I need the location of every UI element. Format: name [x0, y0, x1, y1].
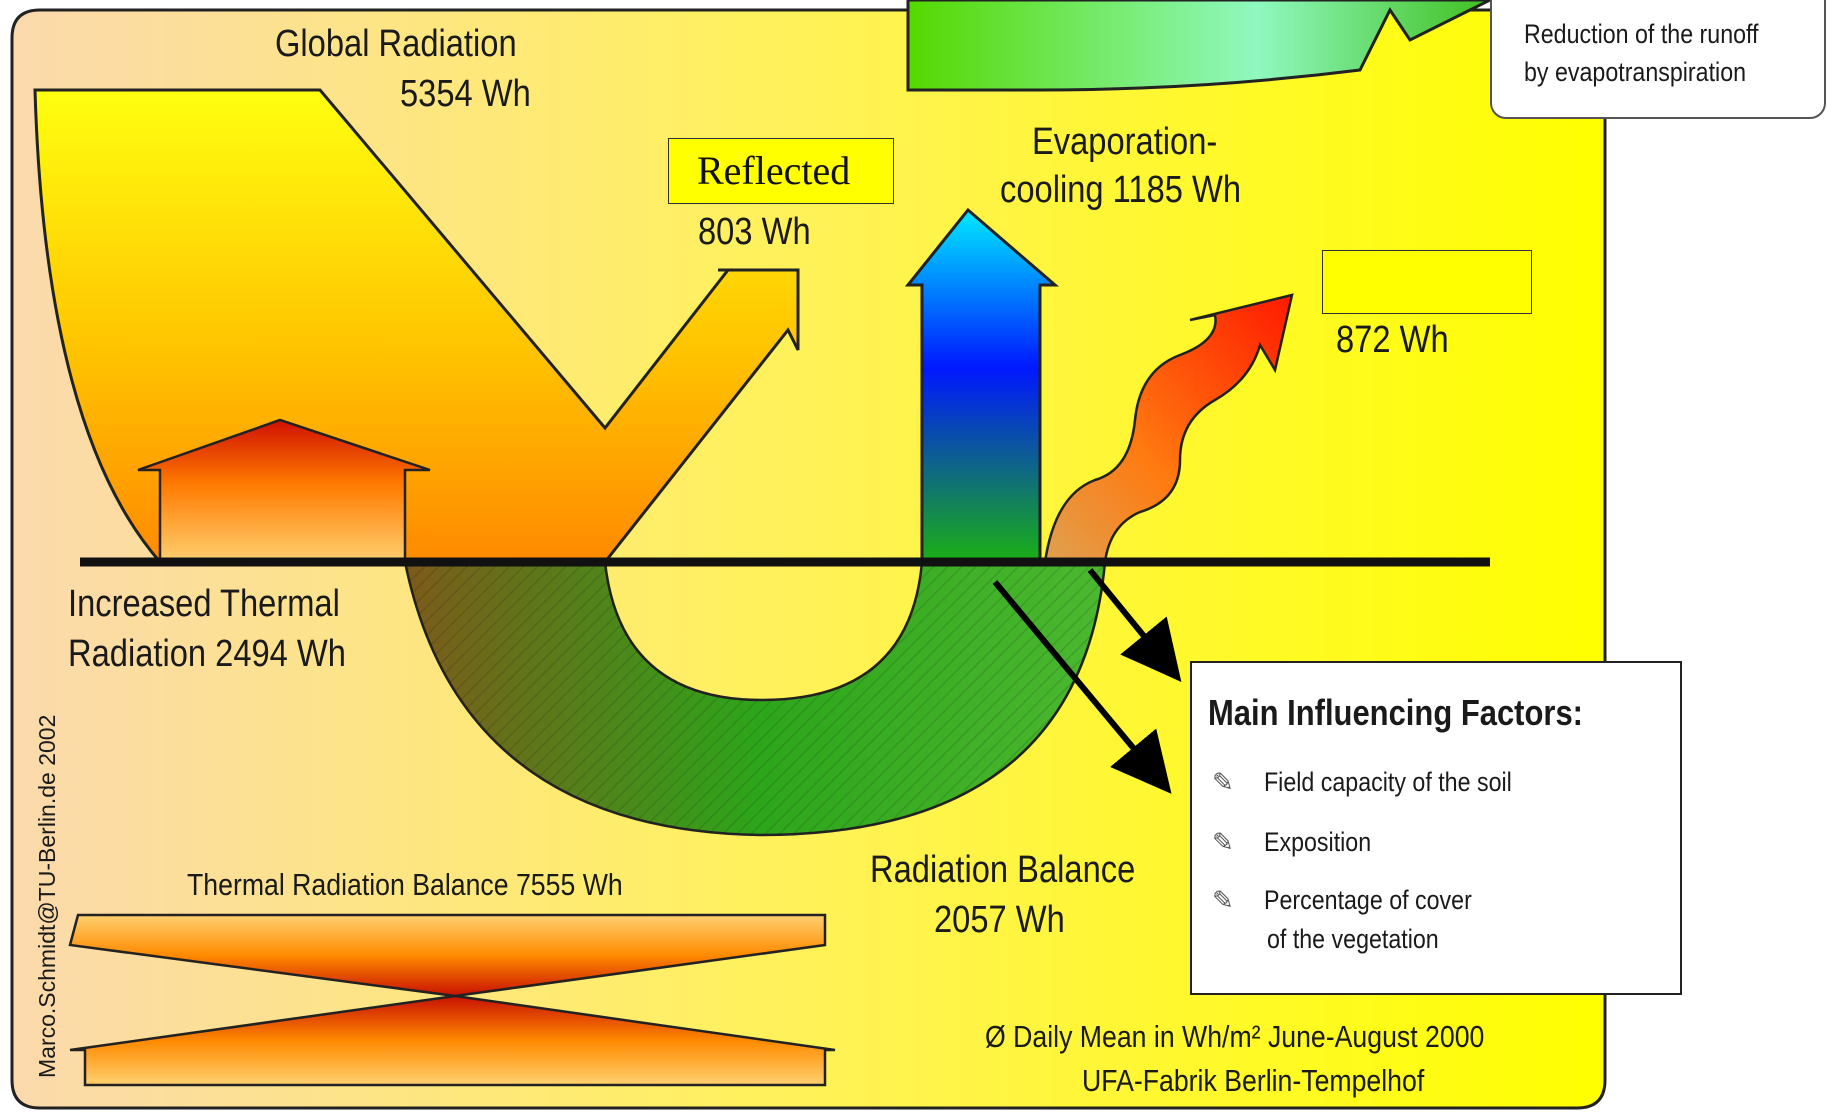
factor-arrow-2: [992, 580, 1172, 794]
heat-flux-box: [1322, 250, 1532, 314]
global-radiation-value: 5354 Wh: [400, 73, 531, 115]
influencing-factors-box: Main Influencing Factors: ✎ Field capaci…: [1190, 661, 1682, 995]
global-radiation-title: Global Radiation: [275, 23, 517, 65]
thermal-balance-top: [68, 913, 827, 998]
factors-title: Main Influencing Factors:: [1208, 692, 1583, 733]
soil-hatch: [405, 562, 1105, 835]
factor-item-3-cont: of the vegetation: [1267, 924, 1439, 954]
factor-arrow-1: [1087, 568, 1182, 682]
radiation-balance-label-2: 2057 Wh: [934, 899, 1065, 941]
evaporation-label-2: cooling 1185 Wh: [1000, 169, 1242, 211]
heat-flux-arrow: [1043, 293, 1294, 564]
factor-item-1: Field capacity of the soil: [1264, 767, 1512, 797]
thermal-balance-label: Thermal Radiation Balance 7555 Wh: [187, 867, 623, 902]
runoff-arrow: [906, 0, 1491, 92]
credit-label: Marco.Schmidt@TU-Berlin.de 2002: [34, 714, 60, 1078]
thermal-radiation-label-2: Radiation 2494 Wh: [68, 633, 346, 675]
factor-item-2: Exposition: [1264, 827, 1372, 857]
global-radiation-label: Global Radiation: [275, 22, 517, 68]
evaporation-arrow: [904, 207, 1060, 564]
bullet-icon: ✎: [1212, 886, 1234, 916]
reflected-box: Reflected: [668, 138, 894, 204]
thermal-radiation-label-1: Increased Thermal: [68, 583, 340, 625]
heat-flux-value: 872 Wh: [1336, 319, 1449, 361]
bullet-icon: ✎: [1212, 768, 1234, 798]
evaporation-label-1: Evaporation-: [1032, 121, 1218, 163]
bullet-icon: ✎: [1212, 828, 1234, 858]
thermal-balance-bottom: [69, 994, 836, 1087]
runoff-note-line-1: Reduction of the runoff: [1524, 19, 1759, 49]
house-shape: [137, 418, 431, 564]
daily-mean-label: Ø Daily Mean in Wh/m² June-August 2000: [985, 1019, 1485, 1054]
factor-item-3: Percentage of cover: [1264, 885, 1472, 915]
location-label: UFA-Fabrik Berlin-Tempelhof: [1082, 1063, 1425, 1098]
reflected-label: Reflected: [697, 148, 851, 193]
reflected-value: 803 Wh: [698, 211, 811, 253]
radiation-balance-label-1: Radiation Balance: [870, 849, 1136, 891]
runoff-note-box: Reduction of the runoff by evapotranspir…: [1490, 0, 1826, 119]
runoff-note-line-2: by evapotranspiration: [1524, 57, 1747, 87]
